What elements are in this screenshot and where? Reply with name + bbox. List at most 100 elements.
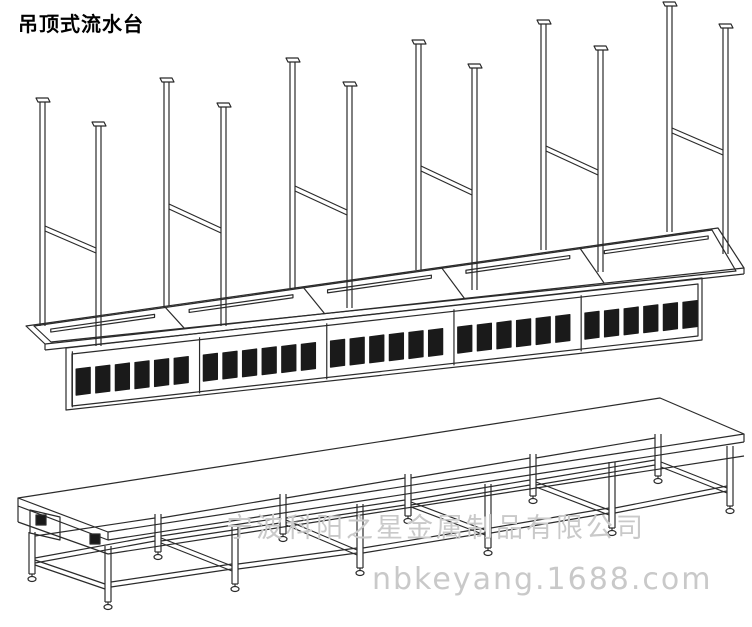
bench-apron-left-bottom: [17, 521, 109, 555]
ceiling-skirt-inner: [71, 283, 699, 407]
back-lower-stretcher: [535, 464, 656, 486]
drawer-slot: [682, 299, 698, 329]
front-lower-stretcher: [362, 532, 486, 554]
back-upper-stretcher: [34, 517, 156, 537]
post-crossbar: [294, 190, 348, 216]
front-lower-stretcher: [362, 527, 486, 549]
back-lower-stretcher: [285, 504, 406, 524]
drawer-slot: [623, 306, 639, 336]
cross-lower-stretcher: [160, 542, 233, 572]
cross-lower-stretcher: [34, 564, 106, 590]
cross-lower-stretcher: [285, 519, 358, 551]
post-crossbar: [671, 132, 724, 156]
post-crossbar: [168, 208, 222, 234]
drawer-slot: [555, 313, 571, 343]
cross-lower-stretcher: [410, 501, 486, 531]
post-crossbar: [44, 225, 97, 249]
ceiling-mount-plate: [718, 23, 734, 29]
leveling-foot: [27, 575, 37, 583]
back-lower-stretcher: [34, 535, 156, 559]
bay-divider: [440, 266, 465, 299]
back-rail: [188, 294, 294, 314]
front-lower-stretcher: [490, 507, 610, 529]
front-lower-stretcher: [110, 563, 233, 583]
ceiling-mount-plate: [159, 77, 175, 83]
cross-lower-stretcher: [160, 537, 233, 567]
front-lower-stretcher: [237, 552, 358, 570]
drawer-slot: [457, 324, 473, 354]
back-rail: [50, 313, 156, 333]
drawer-slot: [662, 302, 679, 332]
ceiling-mounted-assembly-line: [25, 1, 745, 411]
drawer-slot: [261, 346, 277, 376]
drawer-slot: [173, 355, 189, 385]
ceiling-mount-plate: [662, 1, 678, 7]
back-rail: [603, 235, 709, 255]
ceiling-mount-plate: [91, 121, 107, 127]
post-crossbar: [44, 230, 97, 254]
leveling-foot: [153, 553, 163, 561]
back-upper-stretcher: [160, 497, 281, 519]
watermark-company: 宁波科阳之星金属制品有限公司: [226, 513, 646, 544]
back-upper-stretcher: [535, 437, 656, 459]
cross-lower-stretcher: [34, 559, 106, 585]
cross-lower-stretcher: [660, 461, 728, 489]
back-upper-stretcher: [410, 457, 531, 479]
post-crossbar: [545, 150, 599, 176]
back-lower-stretcher: [535, 459, 656, 481]
drawer-slot: [349, 336, 365, 366]
front-lower-stretcher: [490, 512, 610, 534]
drawer-slot: [329, 338, 346, 368]
post-crossbar: [168, 203, 222, 229]
cross-lower-stretcher: [410, 506, 486, 536]
ceiling-skirt: [65, 277, 703, 411]
front-lower-stretcher: [614, 485, 728, 509]
drawer-slot: [603, 308, 620, 338]
leveling-foot: [355, 569, 365, 577]
leveling-foot: [103, 603, 113, 611]
ceiling-mount-plate: [467, 63, 483, 69]
post-crossbar: [420, 170, 473, 196]
back-lower-stretcher: [410, 479, 531, 501]
back-lower-stretcher: [410, 484, 531, 506]
watermark-url: nbkeyang.1688.com: [372, 562, 713, 597]
back-lower-stretcher: [285, 499, 406, 519]
drawer-slot: [535, 316, 551, 346]
leveling-foot: [653, 477, 663, 485]
back-rail: [326, 274, 432, 294]
cross-lower-stretcher: [285, 524, 358, 556]
leveling-foot: [528, 497, 538, 505]
cross-lower-stretcher: [535, 486, 610, 516]
drawer-slot: [584, 310, 600, 340]
back-rail: [465, 254, 571, 274]
leveling-foot: [483, 549, 493, 557]
drawer-slot: [515, 318, 532, 348]
bay-divider: [163, 305, 186, 330]
floor-standing-workbench: [17, 397, 745, 611]
drawer-slot: [427, 327, 444, 357]
front-lower-stretcher: [237, 547, 358, 565]
drawer-slot: [153, 358, 170, 388]
cross-lower-stretcher: [660, 466, 728, 494]
bay-divider: [579, 247, 605, 284]
drawer-slot: [281, 344, 297, 374]
bay-divider: [302, 286, 326, 314]
ceiling-mount-plate: [536, 19, 552, 25]
back-lower-stretcher: [34, 540, 156, 564]
diagram-title: 吊顶式流水台: [18, 12, 144, 36]
ceiling-mount-plate: [216, 102, 232, 108]
leveling-foot: [230, 585, 240, 593]
drawer-slot: [300, 341, 317, 371]
ceiling-mount-plate: [285, 57, 301, 63]
front-lower-stretcher: [614, 490, 728, 514]
drawer-slot: [134, 360, 150, 390]
power-socket-box: [89, 533, 101, 545]
bench-apron-front: [107, 455, 745, 555]
back-upper-stretcher: [285, 477, 406, 499]
post-crossbar: [420, 165, 473, 191]
drawer-slot: [388, 332, 405, 362]
power-socket-box: [35, 514, 47, 526]
drawer-slot: [369, 334, 385, 364]
drawer-slot: [75, 366, 91, 396]
leveling-foot: [725, 507, 735, 515]
